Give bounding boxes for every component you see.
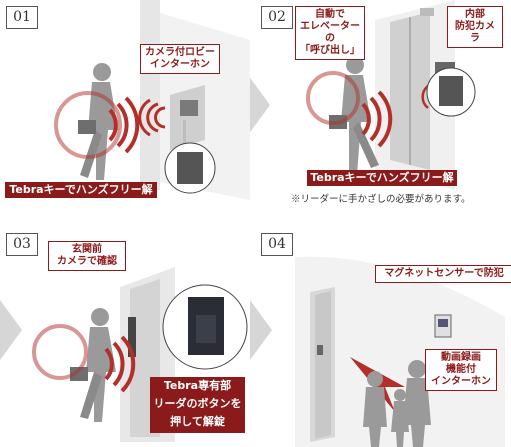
- arrow-right-icon: [250, 300, 272, 360]
- step-panel-01: 01 カメラ付ロビー インターホン Tebraキーでハンズフリー解錠: [0, 0, 250, 220]
- handsfree-unlock-label: Tebraキーでハンズフリー解錠: [307, 170, 457, 200]
- door-camera-callout: 玄関前 カメラで確認: [48, 241, 126, 271]
- security-camera-callout: 内部 防犯カメラ: [447, 6, 503, 48]
- lobby-intercom-callout: カメラ付ロビー インターホン: [140, 44, 220, 74]
- step-number: 03: [6, 233, 38, 256]
- elevator-scene-illustration: [306, 0, 476, 190]
- home-interior-illustration: [295, 256, 505, 447]
- magnet-sensor-callout: マグネットセンサーで防犯: [375, 265, 511, 283]
- reader-note: ※リーダーに手かざしの必要があります。: [291, 194, 471, 205]
- step-number: 02: [261, 6, 293, 29]
- step-number: 01: [6, 6, 38, 29]
- step-panel-02: 02 自動で エレベーターの 「呼び出し」 内部 防犯カメラ Tebraキーでハ…: [255, 0, 505, 220]
- arrow-right-icon: [0, 300, 22, 360]
- arrow-right-icon: [248, 75, 270, 135]
- handsfree-unlock-label: Tebraキーでハンズフリー解錠: [5, 182, 157, 212]
- step-panel-03: 03 玄関前 カメラで確認 Tebra専有部 リーダのボタンを 押して解錠: [0, 227, 250, 447]
- button-unlock-label: Tebra専有部 リーダのボタンを 押して解錠: [150, 377, 245, 433]
- video-intercom-callout: 動画録画 機能付 インターホン: [425, 349, 497, 391]
- elevator-call-callout: 自動で エレベーターの 「呼び出し」: [295, 6, 365, 60]
- step-number: 04: [261, 233, 293, 256]
- step-panel-04: 04 マグネットセンサーで防犯 動画録画 機能付 インターホン: [255, 227, 511, 447]
